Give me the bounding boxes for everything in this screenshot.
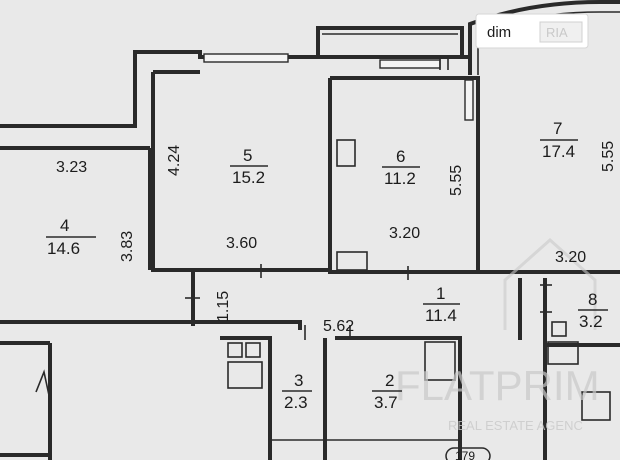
dim-room5-depth: 4.24	[166, 145, 183, 176]
windows	[203, 53, 474, 121]
dim-room4-width: 3.23	[56, 159, 87, 176]
room-1-area: 11.4	[425, 306, 457, 325]
room-5-area: 15.2	[232, 168, 265, 187]
footer-badge: 179	[445, 447, 491, 460]
fixtures	[35, 139, 611, 421]
watermark-tagline: REAL ESTATE AGENC	[448, 418, 583, 433]
door-marks	[185, 55, 552, 340]
dim-room7-width: 3.20	[555, 249, 586, 266]
room-2-number: 2	[385, 371, 394, 390]
dim-ria-logo: dim RIA	[475, 13, 589, 49]
room-6-number: 6	[396, 147, 405, 166]
room-3-number: 3	[294, 371, 303, 390]
dim-room6-width: 3.20	[389, 225, 420, 242]
room-labels: 4 14.6 5 15.2 6 11.2 7 17.4 1 11.4 8 3.2…	[46, 119, 608, 412]
dim-room4-depth: 3.83	[119, 231, 136, 262]
room-4-area: 14.6	[47, 239, 80, 258]
logo-text: dim	[487, 24, 511, 41]
dimension-labels: 3.23 3.83 4.24 3.60 5.55 3.20 5.55 3.20 …	[56, 141, 617, 335]
dim-room7-depth: 5.55	[600, 141, 617, 172]
room-4-number: 4	[60, 216, 69, 235]
room-8-number: 8	[588, 290, 597, 309]
footer-partial-text: 179	[455, 449, 475, 460]
dim-room6-depth: 5.55	[448, 165, 465, 196]
watermark-brand: FLATPRIM	[395, 362, 600, 409]
room-5-number: 5	[243, 146, 252, 165]
logo-badge: RIA	[546, 25, 568, 40]
room-3-area: 2.3	[284, 393, 308, 412]
dim-room5-width: 3.60	[226, 235, 257, 252]
dim-corridor-depth: 1.15	[215, 291, 232, 322]
room-7-number: 7	[553, 119, 562, 138]
dim-corridor-length: 5.62	[323, 318, 354, 335]
room-1-number: 1	[436, 284, 445, 303]
room-7-area: 17.4	[542, 142, 575, 161]
watermark: FLATPRIM REAL ESTATE AGENC	[395, 237, 600, 433]
room-2-area: 3.7	[374, 393, 398, 412]
room-6-area: 11.2	[384, 169, 416, 188]
room-8-area: 3.2	[579, 312, 603, 331]
